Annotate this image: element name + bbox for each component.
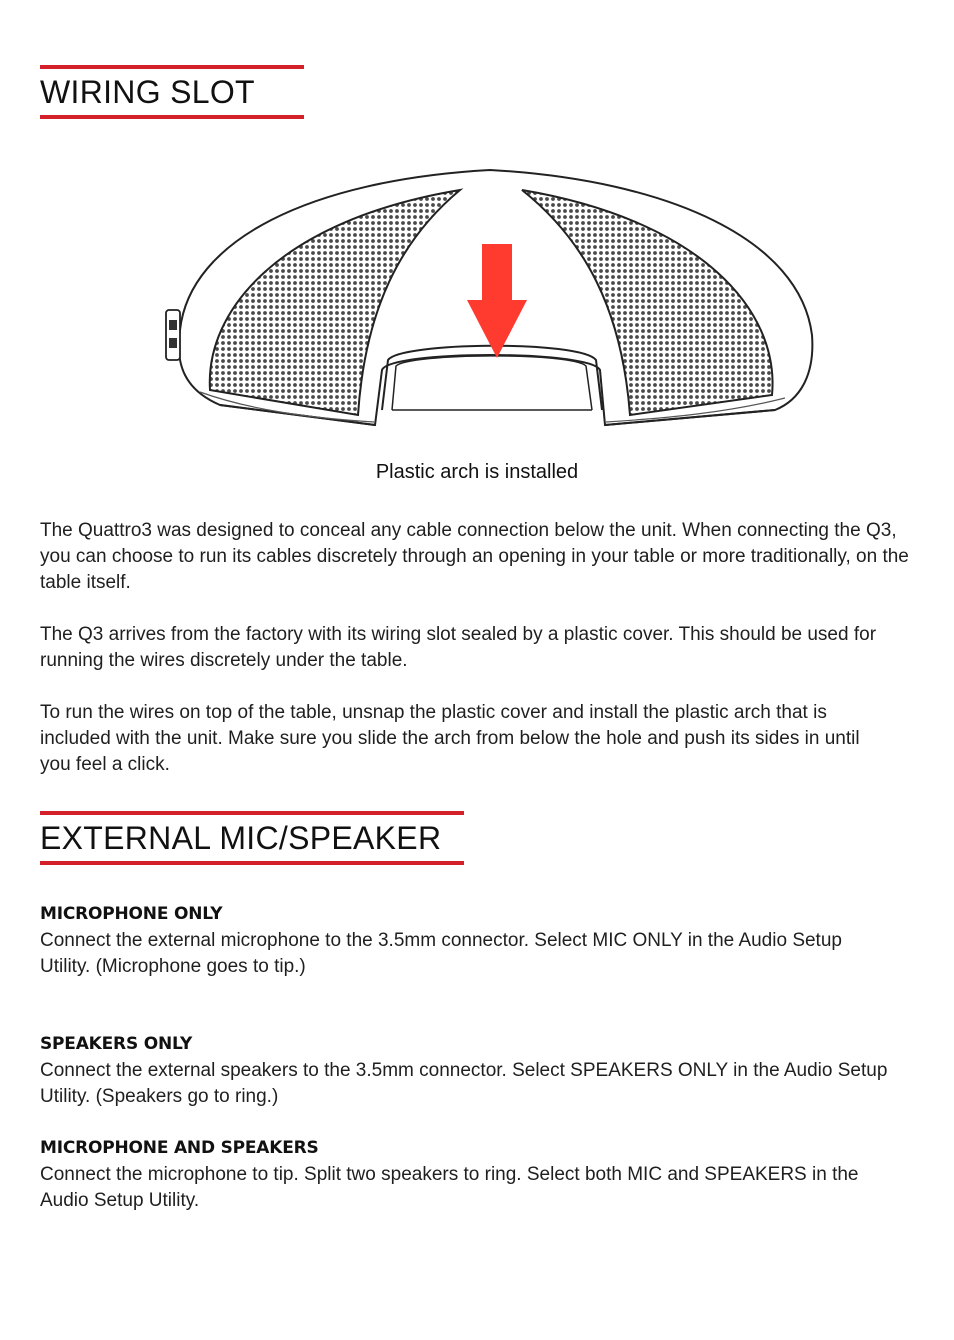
heading-rule-bottom <box>40 861 464 865</box>
paragraph-intro: The Quattro3 was designed to conceal any… <box>40 520 909 593</box>
paragraph-speakers-only: Connect the external speakers to the 3.5… <box>40 1060 888 1107</box>
subheading-microphone-and-speakers: MICROPHONE AND SPEAKERS <box>40 1138 319 1158</box>
section-title: WIRING SLOT <box>40 74 255 110</box>
paragraph-microphone-and-speakers: Connect the microphone to tip. Split two… <box>40 1164 859 1211</box>
subheading-speakers-only: SPEAKERS ONLY <box>40 1034 193 1054</box>
heading-rule-bottom <box>40 115 304 119</box>
section-title: EXTERNAL MIC/SPEAKER <box>40 820 442 856</box>
section-heading-wiring-slot: WIRING SLOT <box>40 65 304 119</box>
speaker-illustration <box>160 160 820 440</box>
paragraph-factory-cover: The Q3 arrives from the factory with its… <box>40 624 877 671</box>
heading-rule-top <box>40 65 304 69</box>
figure-caption: Plastic arch is installed <box>375 461 579 483</box>
subheading-microphone-only: MICROPHONE ONLY <box>40 904 223 924</box>
down-arrow-icon <box>467 244 527 358</box>
heading-rule-top <box>40 811 464 815</box>
paragraph-microphone-only: Connect the external microphone to the 3… <box>40 930 842 977</box>
section-heading-external-mic-speaker: EXTERNAL MIC/SPEAKER <box>40 811 464 865</box>
paragraph-plastic-arch: To run the wires on top of the table, un… <box>40 702 860 775</box>
